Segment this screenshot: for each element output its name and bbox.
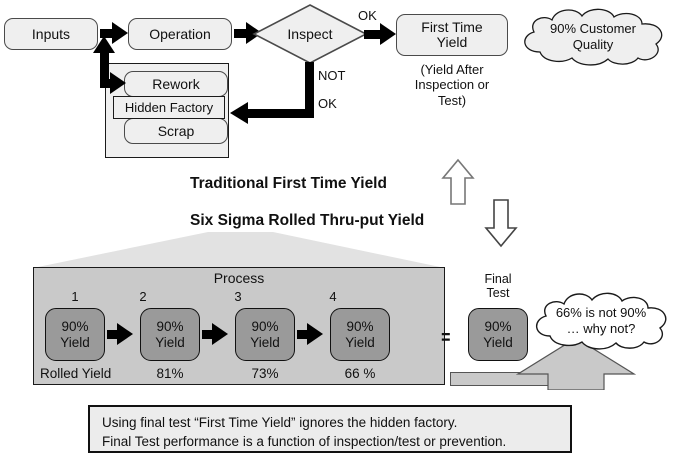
final-test-caption-line2: Test	[486, 286, 510, 301]
node-operation[interactable]: Operation	[128, 18, 232, 50]
node-inspect-label: Inspect	[287, 26, 333, 42]
cloud-question-line-1: 66% is not 90%	[555, 305, 647, 321]
cloud-line-1: 90% Customer	[550, 21, 636, 37]
cloud-shape-icon	[536, 292, 667, 350]
process-step-number-3: 3	[234, 289, 242, 304]
caption-traditional-fty: Traditional First Time Yield	[190, 175, 387, 192]
node-inspect[interactable]: Inspect	[252, 4, 368, 64]
process-step-number-2: 2	[139, 289, 147, 304]
process-step-2-line1: 90%	[156, 319, 184, 335]
process-step-1-line2: Yield	[60, 334, 90, 350]
rolled-yield-label: Rolled Yield	[40, 366, 112, 381]
label-not: NOT	[318, 68, 346, 83]
label-ok-top: OK	[358, 8, 377, 23]
caption-six-sigma-rty: Six Sigma Rolled Thru-put Yield	[190, 212, 425, 229]
hidden-factory-label-text: Hidden Factory	[124, 100, 214, 115]
block-arrow-up-icon	[441, 158, 475, 205]
rolled-yield-step-3: 73%	[251, 366, 279, 381]
process-step-4-line2: Yield	[345, 334, 375, 350]
final-test-line2: Yield	[483, 334, 513, 350]
node-inputs[interactable]: Inputs	[4, 18, 98, 50]
footer-note-line-1: Using final test “First Time Yield” igno…	[102, 415, 458, 430]
label-ok-bottom: OK	[318, 96, 337, 111]
block-arrow-down-icon	[484, 199, 518, 248]
cloud-line-2: Quality	[572, 37, 614, 52]
footer-note-line-2: Final Test performance is a function of …	[102, 433, 507, 449]
node-rework[interactable]: Rework	[124, 71, 228, 97]
process-step-box-1[interactable]: 90% Yield	[45, 308, 105, 361]
process-title: Process	[213, 270, 265, 286]
node-inputs-label: Inputs	[31, 25, 71, 42]
process-step-3-line2: Yield	[250, 334, 280, 350]
node-operation-label: Operation	[149, 25, 211, 42]
rolled-yield-step-2: 81%	[156, 366, 184, 381]
node-rework-label: Rework	[152, 75, 200, 92]
node-first-time-yield-label: First Time Yield	[421, 19, 483, 50]
process-step-box-4[interactable]: 90% Yield	[330, 308, 390, 361]
final-test-caption: Final Test	[466, 272, 530, 301]
process-step-3-line1: 90%	[251, 319, 279, 335]
cloud-question: 66% is not 90% … why not?	[526, 288, 676, 354]
process-step-box-3[interactable]: 90% Yield	[235, 308, 295, 361]
rolled-yield-step-4: 66 %	[344, 366, 376, 381]
final-test-caption-line1: Final	[484, 272, 512, 286]
cloud-customer-quality: 90% Customer Quality	[512, 6, 674, 68]
cloud-question-text: 66% is not 90% … why not?	[526, 288, 676, 362]
node-first-time-yield[interactable]: First Time Yield	[396, 14, 508, 56]
equals-sign: =	[441, 327, 451, 349]
process-step-2-line2: Yield	[155, 334, 185, 350]
node-scrap[interactable]: Scrap	[124, 118, 228, 144]
cloud-question-line-2: … why not?	[566, 321, 636, 336]
cloud-shape-icon	[524, 8, 663, 66]
process-step-box-2[interactable]: 90% Yield	[140, 308, 200, 361]
final-test-line1: 90%	[484, 319, 512, 335]
footer-note: Using final test “First Time Yield” igno…	[88, 405, 572, 453]
first-time-yield-subtext: (Yield After Inspection or Test)	[414, 62, 490, 108]
funnel-connector	[33, 232, 445, 268]
process-step-1-line1: 90%	[61, 319, 89, 335]
process-step-number-1: 1	[71, 289, 79, 304]
callout-arrow-up-icon	[516, 337, 636, 390]
process-step-4-line1: 90%	[346, 319, 374, 335]
final-test-box[interactable]: 90% Yield	[468, 308, 528, 361]
node-scrap-label: Scrap	[157, 122, 195, 139]
hidden-factory-label: Hidden Factory	[113, 96, 225, 119]
cloud-customer-quality-text: 90% Customer Quality	[512, 6, 674, 68]
process-step-number-4: 4	[329, 289, 337, 304]
